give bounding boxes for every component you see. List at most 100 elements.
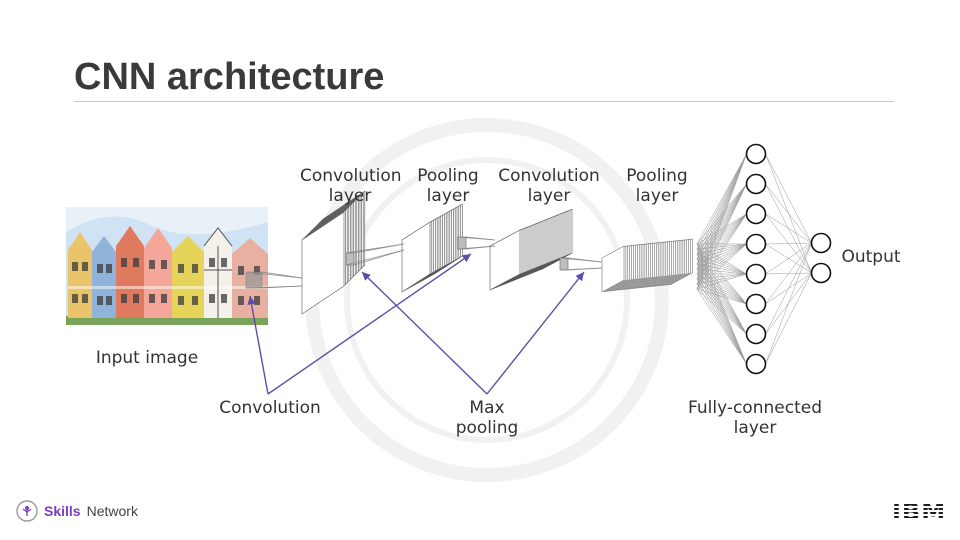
conv2-label: Convolution layer <box>498 166 600 206</box>
output-label: Output <box>841 247 901 267</box>
fc-edge <box>696 263 747 305</box>
fc-edge <box>765 242 812 305</box>
brand-network-text: Network <box>86 503 138 519</box>
skills-network-logo-icon <box>16 500 38 522</box>
fc-edge <box>696 213 747 290</box>
pool1-label-line1: Pooling <box>417 166 479 186</box>
conv1-label-line2: layer <box>328 186 372 206</box>
annotation-arrows <box>247 253 585 395</box>
fc-edge <box>696 243 747 275</box>
hidden-neuron <box>745 353 767 375</box>
fc-edge <box>696 263 747 335</box>
fc-edge <box>696 278 747 365</box>
max-pooling-line1: Max <box>469 398 505 418</box>
hidden-neuron <box>745 263 767 285</box>
conv1-label: Convolution layer <box>300 166 402 206</box>
conv1-stack <box>301 190 366 315</box>
fc-edge <box>696 153 747 245</box>
title-divider <box>74 101 894 102</box>
brand-skills-text: Skills <box>44 503 81 519</box>
fc-edge <box>765 242 812 275</box>
input-image <box>66 207 268 325</box>
pool1-stack <box>401 203 463 293</box>
fully-connected-annotation: Fully-connected layer <box>684 398 826 438</box>
fc-edge <box>696 273 747 280</box>
pool2-label-line1: Pooling <box>626 166 688 186</box>
arrow-convolution-to-conv2 <box>267 253 472 395</box>
pool1-sheet <box>401 221 431 293</box>
fc-edge <box>696 283 747 335</box>
fc-edge <box>696 278 747 305</box>
fc-edge <box>696 288 747 365</box>
fc-edge <box>765 183 812 244</box>
ibm-logo: IBM <box>892 498 947 526</box>
fc-connections <box>696 153 812 365</box>
arrow-maxpool-to-conv1 <box>361 271 488 395</box>
fc-edge <box>765 242 812 245</box>
arrow-convolution-to-input <box>247 295 269 395</box>
fc-edge <box>696 273 747 335</box>
conv2-stack <box>489 208 573 291</box>
fc-edge <box>696 268 747 305</box>
page-title: CNN architecture <box>74 56 385 98</box>
conv2-label-line1: Convolution <box>498 166 600 186</box>
fc-edge <box>696 268 747 335</box>
fc-edge <box>765 242 812 365</box>
fc-edge <box>696 183 747 280</box>
fc-edge <box>765 242 812 335</box>
fc-edge <box>696 153 747 275</box>
fc-nodes <box>745 143 832 375</box>
hidden-neuron <box>745 293 767 315</box>
fc-edge <box>696 153 747 265</box>
pool2-sheet <box>601 245 625 293</box>
pool2-label: Pooling layer <box>620 166 694 206</box>
fc-edge <box>765 272 812 365</box>
fully-connected-line2: layer <box>733 418 777 438</box>
fc-edge <box>696 213 747 280</box>
conv1-sheet <box>301 211 345 315</box>
fc-edge <box>696 263 747 275</box>
fc-edge <box>696 183 747 285</box>
fc-edge <box>765 213 812 244</box>
fc-edge <box>696 243 747 265</box>
skills-network-brand: Skills Network <box>16 500 138 522</box>
max-pooling-line2: pooling <box>455 418 519 438</box>
conv2-sheet <box>489 229 521 291</box>
pool2-stack <box>601 238 693 293</box>
fc-edge <box>696 153 747 260</box>
fc-edge <box>696 183 747 265</box>
arrow-maxpool-to-pool2 <box>486 271 585 395</box>
pool2-label-line2: layer <box>635 186 679 206</box>
fc-edge <box>696 183 747 290</box>
output-neuron <box>810 232 832 254</box>
fully-connected-line1: Fully-connected <box>688 398 822 418</box>
fc-edge <box>696 273 747 305</box>
fc-edge <box>696 153 747 255</box>
hidden-neuron <box>745 203 767 225</box>
fc-edge <box>696 153 747 285</box>
pool1-label: Pooling layer <box>410 166 486 206</box>
input-to-conv1-projection <box>245 271 303 289</box>
fc-edge <box>696 273 747 290</box>
fc-edge <box>696 288 747 305</box>
input-image-label: Input image <box>95 348 199 368</box>
fc-edge <box>696 153 747 280</box>
fc-edge <box>765 153 812 244</box>
fc-edge <box>696 243 747 285</box>
fc-edge <box>696 183 747 275</box>
fc-edge <box>696 278 747 335</box>
fc-edge <box>696 283 747 365</box>
hidden-neuron <box>745 323 767 345</box>
fc-edge <box>696 213 747 265</box>
hidden-neuron <box>745 233 767 255</box>
fc-edge <box>696 243 747 270</box>
conv1-label-line1: Convolution <box>300 166 402 186</box>
fc-edge <box>696 268 747 365</box>
hidden-neuron <box>745 173 767 195</box>
fc-edge <box>696 263 747 365</box>
fc-edge <box>696 183 747 270</box>
fc-edge <box>696 283 747 305</box>
max-pooling-annotation: Max pooling <box>446 398 528 438</box>
conv2-label-line2: layer <box>527 186 571 206</box>
